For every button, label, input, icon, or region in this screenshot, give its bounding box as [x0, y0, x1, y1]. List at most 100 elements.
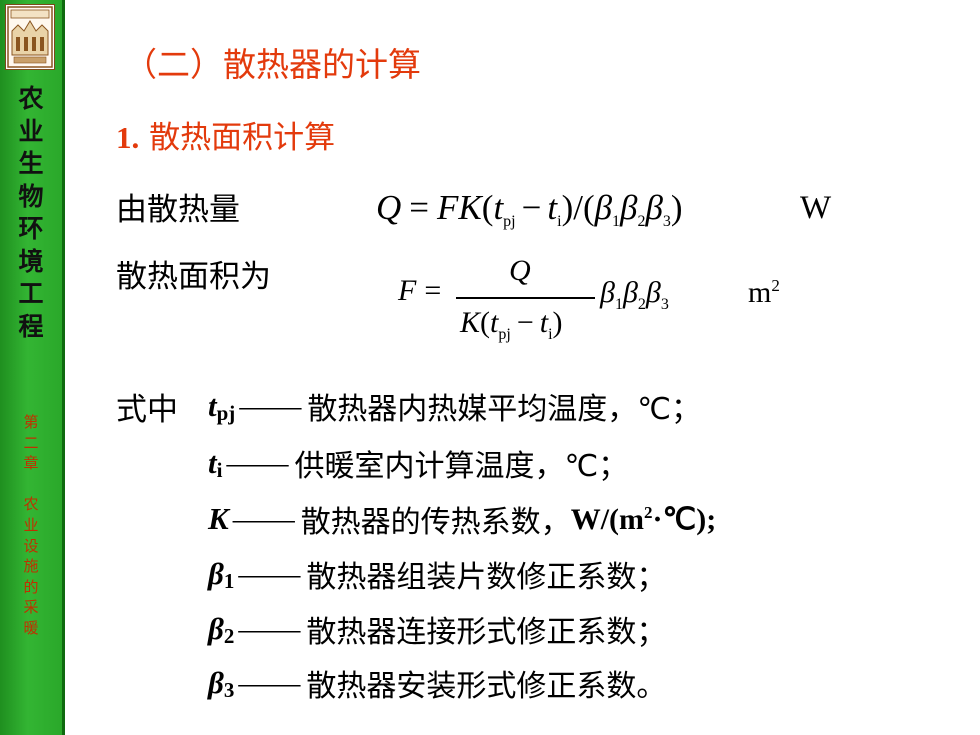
sidebar-edge	[62, 0, 65, 735]
vertical-char: 暖	[23, 618, 39, 637]
vertical-char: 采	[23, 598, 39, 617]
definition-dash: ——	[238, 611, 301, 646]
definition-dash: ——	[238, 665, 301, 700]
formula-subscript: 1	[612, 213, 621, 230]
definition-dash: ——	[232, 501, 295, 536]
vertical-char: 章	[23, 454, 39, 473]
formula-symbol: K	[458, 188, 482, 227]
formula-symbol: K	[460, 306, 481, 339]
vertical-char: 设	[23, 536, 39, 555]
formula-symbol: β	[594, 188, 613, 227]
sidebar	[0, 0, 62, 735]
section-heading-text: 散热面积计算	[139, 120, 336, 156]
definition-subscript: 3	[223, 677, 235, 702]
formula-operator: )	[552, 306, 563, 339]
vertical-course-title: 农 业 生 物 环 境 工 程	[16, 86, 46, 346]
vertical-chapter-title: 第 二 章 农 业 设 施 的 采 暖	[20, 415, 42, 642]
vertical-char: 的	[23, 577, 39, 596]
formula-operator: (	[481, 188, 494, 227]
formula-subscript: i	[548, 326, 553, 343]
formula-symbol: β	[622, 276, 638, 309]
definition-symbol: t	[208, 445, 217, 480]
formula-symbol: β	[645, 276, 661, 309]
definition-row: K —— 散热器的传热系数，W/(m2·℃);	[208, 497, 716, 541]
formula-symbol: F	[437, 188, 459, 227]
definition-subscript: 2	[223, 623, 235, 648]
formula-symbol: Q	[509, 254, 531, 287]
definition-description: 散热器的传热系数，	[300, 505, 571, 540]
unit-superscript: 2	[771, 276, 780, 295]
formula-subscript: i	[557, 213, 562, 230]
formula-operator: )	[561, 188, 574, 227]
formula-subscript: 3	[662, 213, 671, 230]
area-formula-numerator: Q	[509, 254, 531, 288]
university-logo	[5, 4, 55, 70]
vertical-char: 农	[18, 84, 44, 113]
area-formula-unit: m2	[748, 276, 780, 310]
definition-subscript: pj	[216, 400, 236, 425]
vertical-char: 生	[18, 149, 44, 178]
university-emblem-icon	[7, 6, 53, 68]
fraction-bar	[456, 297, 595, 299]
section-number: 1.	[116, 120, 140, 155]
definition-subscript: 1	[223, 568, 235, 593]
vertical-char: 业	[18, 116, 44, 146]
formula-operator: −	[516, 306, 534, 339]
formula-operator: /(	[573, 188, 595, 227]
formula-symbol: Q	[376, 188, 402, 227]
definition-symbol: β	[208, 611, 224, 646]
definition-dash: ——	[238, 556, 301, 591]
definition-subscript: i	[216, 457, 223, 482]
vertical-char: 第	[23, 413, 39, 431]
definition-symbol: β	[208, 665, 224, 700]
area-formula-lhs: F=	[398, 274, 441, 308]
formula-subscript: 2	[637, 213, 646, 230]
vertical-char: 物	[18, 181, 44, 211]
unit-part: W/(m	[570, 502, 645, 536]
definition-symbol: t	[208, 388, 217, 423]
definition-symbol: β	[208, 556, 224, 591]
area-formula-denominator: K(tpj−ti)	[460, 306, 563, 344]
formula-symbol: β	[645, 188, 663, 227]
vertical-char: 境	[18, 246, 44, 276]
formula-symbol: t	[493, 188, 504, 227]
heat-formula-unit: W	[800, 190, 832, 226]
formula-subscript: pj	[498, 326, 511, 343]
definition-description: 散热器内热媒平均温度，℃；	[307, 392, 702, 427]
unit-part: ·℃);	[652, 502, 717, 536]
section-heading: 1. 散热面积计算	[116, 112, 335, 157]
formula-symbol: β	[620, 188, 638, 227]
heat-quantity-label: 由散热量	[116, 192, 240, 228]
formula-symbol: t	[490, 306, 499, 339]
slide-title: （二）散热器的计算	[124, 45, 421, 84]
formula-operator: =	[424, 274, 442, 307]
vertical-char: 二	[23, 433, 39, 452]
formula-symbol: t	[547, 188, 558, 227]
formula-symbol: t	[539, 306, 549, 339]
formula-subscript: 3	[660, 296, 669, 313]
vertical-char: 农	[23, 495, 39, 514]
definition-symbol: K	[208, 501, 229, 536]
definition-unit: W/(m2·℃);	[571, 502, 717, 537]
formula-operator: =	[409, 188, 430, 227]
definition-description: 散热器连接形式修正系数；	[306, 615, 667, 650]
vertical-char: 环	[18, 214, 44, 243]
formula-symbol: β	[600, 276, 615, 309]
formula-operator: )	[670, 188, 683, 227]
formula-subscript: pj	[503, 213, 516, 230]
formula-subscript: 2	[637, 296, 646, 313]
unit-symbol: m	[748, 276, 772, 309]
definition-dash: ——	[226, 445, 289, 480]
definition-description: 供暖室内计算温度，℃；	[294, 449, 629, 484]
definition-description: 散热器安装形式修正系数。	[306, 669, 667, 704]
unit-superscript: 2	[644, 502, 653, 522]
definition-dash: ——	[239, 388, 302, 423]
vertical-char: 业	[23, 515, 39, 534]
vertical-char: 施	[23, 557, 39, 576]
vertical-char: 工	[18, 279, 44, 308]
